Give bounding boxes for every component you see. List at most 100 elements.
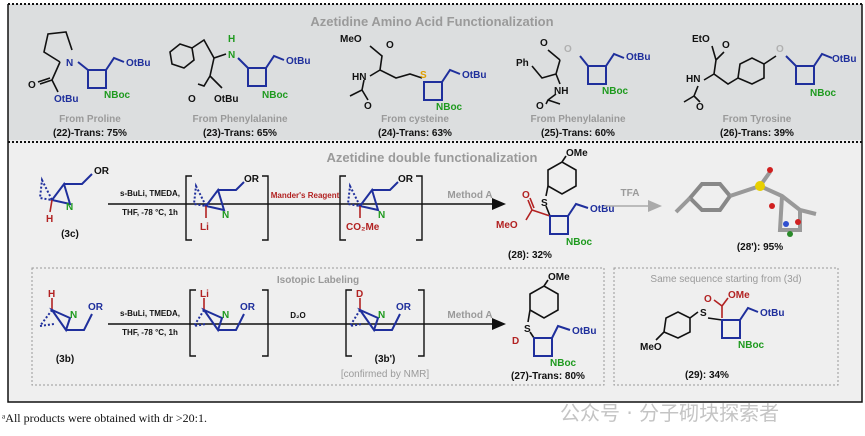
svg-text:N: N: [222, 210, 229, 221]
svg-text:Li: Li: [200, 222, 209, 233]
svg-text:O: O: [536, 101, 544, 112]
same-sequence-box: [613, 267, 839, 386]
compound-26-source: From Tyrosine: [723, 114, 792, 125]
top-panel: [8, 4, 862, 140]
svg-text:OR: OR: [396, 302, 412, 313]
compound-24-yield: (24)-Trans: 63%: [378, 128, 452, 139]
svg-text:S: S: [420, 70, 427, 81]
svg-text:O: O: [28, 80, 36, 91]
svg-text:Ph: Ph: [516, 58, 529, 69]
svg-text:S: S: [524, 324, 531, 335]
svg-text:D: D: [356, 289, 363, 300]
tfa-label: TFA: [621, 188, 640, 199]
compound-23-yield: (23)-Trans: 65%: [203, 128, 277, 139]
svg-text:NBoc: NBoc: [602, 86, 629, 97]
compound-22-yield: (22)-Trans: 75%: [53, 128, 127, 139]
outer-border: [7, 4, 863, 403]
arrowhead-2: [492, 318, 506, 330]
arrowhead: [492, 198, 506, 210]
compound-25-yield: (25)-Trans: 60%: [541, 128, 615, 139]
compound-25-source: From Phenylalanine: [530, 114, 625, 125]
svg-text:NBoc: NBoc: [810, 88, 837, 99]
compound-22-source: From Proline: [59, 114, 121, 125]
svg-text:NBoc: NBoc: [436, 102, 463, 113]
svg-text:OtBu: OtBu: [760, 308, 784, 319]
svg-text:HN: HN: [686, 74, 700, 85]
watermark: 公众号 · 分子砌块探索者: [560, 401, 779, 425]
svg-text:Li: Li: [200, 289, 209, 300]
svg-text:S: S: [700, 308, 707, 319]
svg-text:OR: OR: [398, 174, 414, 185]
svg-text:O: O: [696, 102, 704, 113]
svg-text:OtBu: OtBu: [832, 54, 856, 65]
svg-text:N: N: [228, 50, 235, 61]
svg-text:OtBu: OtBu: [626, 52, 650, 63]
svg-text:OMe: OMe: [548, 272, 570, 283]
svg-text:N: N: [70, 310, 77, 321]
svg-text:N: N: [222, 310, 229, 321]
svg-text:OMe: OMe: [566, 148, 588, 159]
compound-3c-label: (3c): [61, 229, 79, 240]
isotopic-labeling-title: Isotopic Labeling: [277, 275, 359, 286]
reagent-line1: s-BuLi, TMEDA,: [120, 189, 180, 198]
svg-text:CO₂Me: CO₂Me: [346, 222, 380, 233]
svg-text:H: H: [46, 214, 53, 225]
svg-text:O: O: [776, 44, 784, 55]
svg-text:N: N: [378, 210, 385, 221]
compound-24-source: From cysteine: [381, 114, 449, 125]
compound-3b-label: (3b): [56, 354, 74, 365]
svg-text:N: N: [66, 202, 73, 213]
svg-text:N: N: [66, 58, 73, 69]
svg-text:OR: OR: [88, 302, 104, 313]
method-a-label: Method A: [447, 190, 492, 201]
compound-22-structure: N O OtBu OtBu NBoc: [28, 31, 150, 105]
reagent-line1: s-BuLi, TMEDA,: [120, 309, 180, 318]
crystal-structure-28prime: [674, 167, 817, 237]
lithiated-intermediate-bracket: Li N OR: [185, 174, 269, 241]
compound-26-yield: (26)-Trans: 39%: [720, 128, 794, 139]
svg-text:NH: NH: [554, 86, 568, 97]
svg-text:O: O: [188, 94, 196, 105]
same-sequence-title: Same sequence starting from (3d): [650, 274, 801, 285]
reagent-line2: THF, -78 °C, 1h: [122, 328, 178, 337]
nmr-note: [confirmed by NMR]: [341, 369, 430, 380]
svg-text:O: O: [386, 40, 394, 51]
svg-text:OtBu: OtBu: [590, 204, 614, 215]
compound-28-label: (28): 32%: [508, 250, 552, 261]
svg-text:O: O: [722, 40, 730, 51]
svg-text:MeO: MeO: [496, 220, 518, 231]
svg-text:D: D: [512, 336, 519, 347]
svg-text:OtBu: OtBu: [126, 58, 150, 69]
compound-26-structure: EtO O HN O O OtBu NBoc: [683, 34, 856, 113]
svg-text:OMe: OMe: [728, 290, 750, 301]
compound-23-structure: H N O OtBu OtBu NBoc: [169, 34, 310, 105]
svg-text:HN: HN: [352, 72, 366, 83]
compound-28-structure: OMe S O MeO OtBu NBoc: [496, 148, 614, 248]
compound-28prime-label: (28'): 95%: [737, 242, 783, 253]
lithiated-3b-bracket: Li N OR: [189, 289, 269, 357]
manders-reagent-label: Mander's Reagent: [271, 191, 340, 200]
reagent-line2: THF, -78 °C, 1h: [122, 208, 178, 217]
svg-text:OR: OR: [240, 302, 256, 313]
bottom-panel: [8, 140, 862, 402]
svg-text:H: H: [228, 34, 235, 45]
svg-text:OtBu: OtBu: [462, 70, 486, 81]
svg-text:EtO: EtO: [692, 34, 710, 45]
svg-text:NBoc: NBoc: [566, 237, 593, 248]
svg-text:O: O: [564, 44, 572, 55]
top-panel-title: Azetidine Amino Acid Functionalization: [310, 14, 553, 29]
svg-text:O: O: [364, 101, 372, 112]
compound-29-label: (29): 34%: [685, 370, 729, 381]
compound-3bprime-label: (3b'): [375, 354, 396, 365]
isotopic-labeling-box: [31, 267, 605, 386]
svg-text:OtBu: OtBu: [286, 56, 310, 67]
svg-text:NBoc: NBoc: [262, 90, 289, 101]
deuterated-3bprime-bracket: D N OR: [345, 289, 425, 357]
svg-text:S: S: [541, 198, 548, 209]
svg-text:NBoc: NBoc: [738, 340, 765, 351]
svg-text:H: H: [48, 289, 55, 300]
method-a-label-2: Method A: [447, 310, 492, 321]
compound-3b-structure: H N OR: [37, 289, 104, 333]
ester-intermediate-bracket: CO₂Me N OR: [339, 174, 423, 241]
